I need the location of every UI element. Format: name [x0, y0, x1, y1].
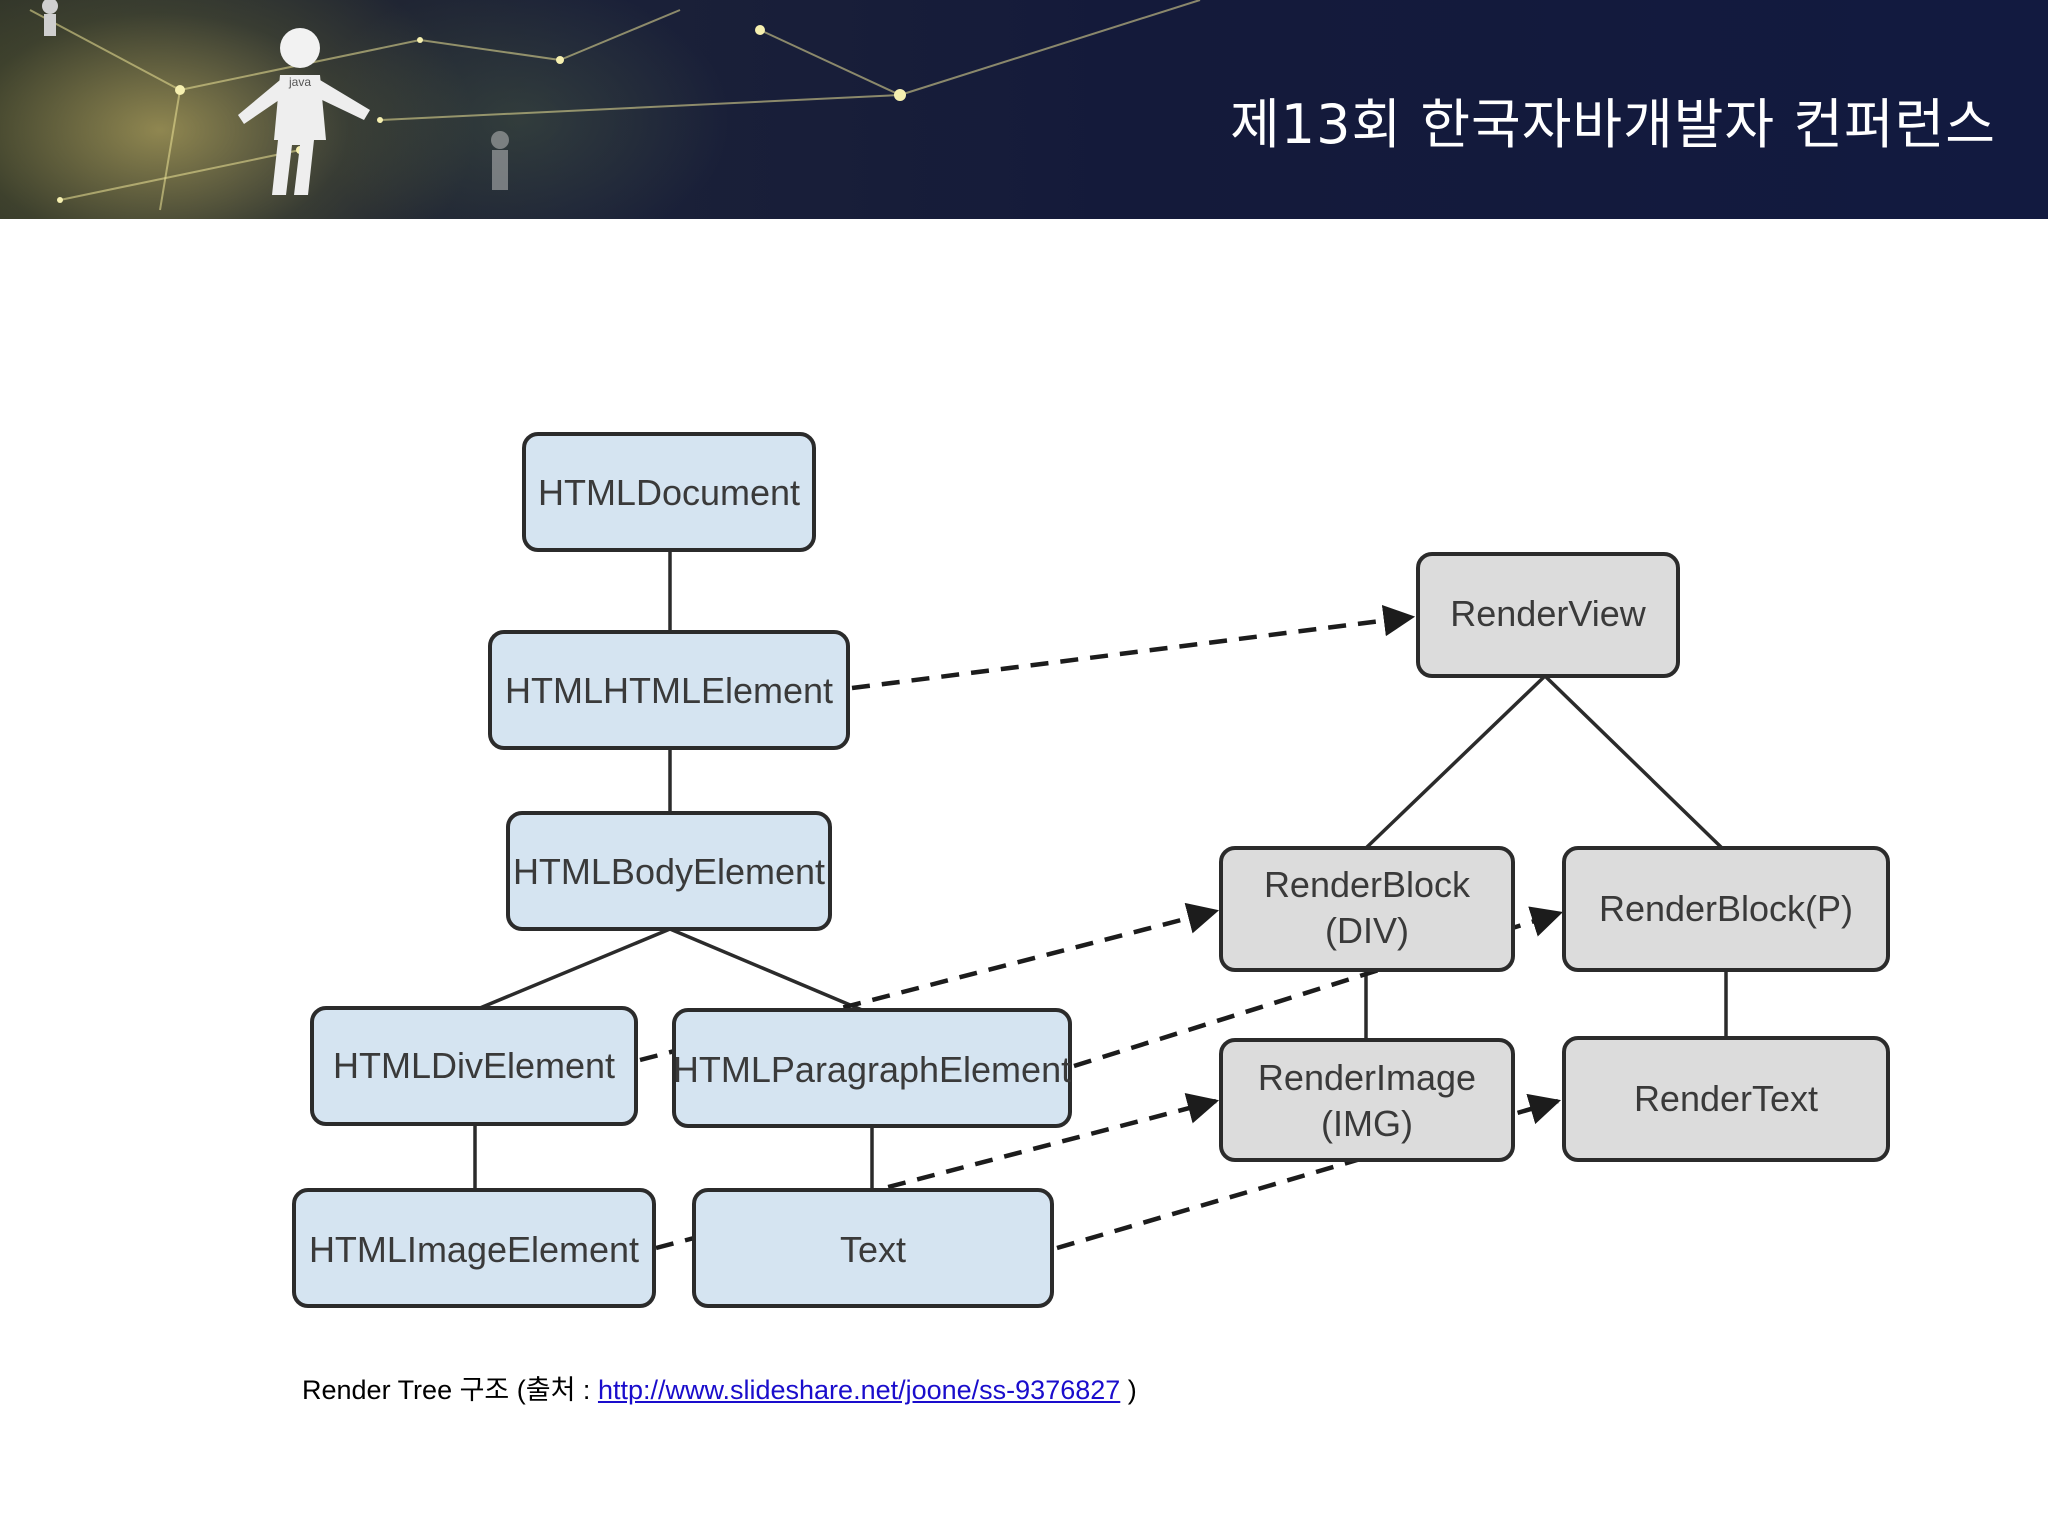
node-render-block-div [1219, 846, 1515, 972]
node-render-block-p [1562, 846, 1890, 972]
node-html-image-element [292, 1188, 656, 1308]
label-html-html-element: HTMLHTMLElement [505, 670, 833, 711]
node-html-div-element [310, 1006, 638, 1126]
caption-prefix: Render Tree 구조 (출처 : [302, 1375, 598, 1405]
node-render-view [1416, 552, 1680, 678]
dom-nodes [292, 432, 1072, 1308]
node-render-text [1562, 1036, 1890, 1162]
node-text [692, 1188, 1054, 1308]
label-render-text: RenderText [1634, 1078, 1818, 1119]
label-render-block-div-line2: (DIV) [1325, 910, 1409, 951]
label-html-image-element: HTMLImageElement [309, 1229, 639, 1270]
dom-tree-edges [473, 550, 874, 1190]
node-html-body-element [506, 811, 832, 931]
label-render-block-p: RenderBlock(P) [1599, 888, 1853, 929]
label-render-image-line1: RenderImage [1258, 1057, 1476, 1098]
node-html-html-element [488, 630, 850, 750]
figure-caption: Render Tree 구조 (출처 : http://www.slidesha… [302, 1368, 1137, 1407]
label-html-paragraph-element: HTMLParagraphElement [673, 1049, 1071, 1090]
label-html-body-element: HTMLBodyElement [513, 851, 825, 892]
label-render-image-line2: (IMG) [1321, 1103, 1413, 1144]
node-html-paragraph-element [672, 1008, 1072, 1128]
java-mascot-icon: java [238, 28, 370, 195]
small-figure-icon [42, 0, 58, 36]
header-banner: java 제13회 한국자바개발자 컨퍼런스 [0, 0, 2048, 219]
label-html-div-element: HTMLDivElement [333, 1045, 615, 1086]
source-link[interactable]: http://www.slideshare.net/joone/ss-93768… [597, 1375, 1121, 1405]
label-text: Text [840, 1229, 906, 1270]
node-html-document [522, 432, 816, 552]
faint-figure-icon [491, 131, 509, 190]
render-nodes [1219, 552, 1890, 1162]
label-render-block-div-line1: RenderBlock [1264, 864, 1471, 905]
mascot-label: java [288, 75, 311, 89]
caption-suffix: ) [1120, 1375, 1137, 1405]
node-render-image [1219, 1038, 1515, 1162]
arrow-html-to-renderview [851, 604, 1416, 691]
render-tree-edges [1364, 674, 1728, 1040]
conference-title: 제13회 한국자바개발자 컨퍼런스 [1230, 93, 1996, 156]
label-render-view: RenderView [1450, 593, 1646, 634]
label-html-document: HTMLDocument [538, 472, 800, 513]
